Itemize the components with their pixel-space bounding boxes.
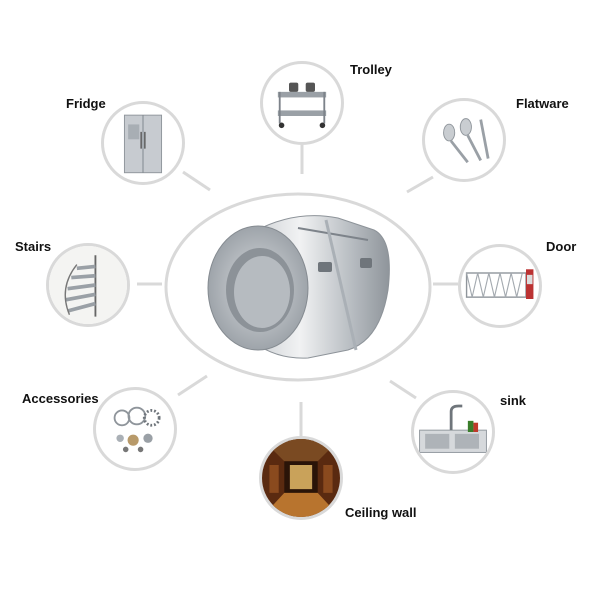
fridge-image [101,101,185,185]
accessories-image [93,387,177,471]
label-stairs: Stairs [15,239,52,254]
trolley-image [260,61,344,145]
label-accessories: Accessories [22,391,99,406]
sink-icon [419,404,487,453]
ceiling-wall-icon [262,439,340,517]
fridge-icon [123,114,163,174]
stairs-image [46,243,130,327]
ceiling-wall-image [259,436,343,520]
steel-coil-icon [207,215,390,359]
label-fridge: Fridge [66,96,106,111]
sink-image [411,390,495,474]
door-icon [465,269,534,299]
door-image [458,244,542,328]
label-door: Door [546,239,577,254]
flatware-icon [443,118,490,164]
label-ceiling-wall: Ceiling wall [345,505,417,520]
center-ellipse [164,192,432,382]
stairs-icon [49,246,127,324]
label-trolley: Trolley [350,62,392,77]
accessories-icon [113,406,161,453]
label-sink: sink [500,393,527,408]
flatware-image [422,98,506,182]
label-flatware: Flatware [516,96,569,111]
trolley-icon [277,82,327,129]
